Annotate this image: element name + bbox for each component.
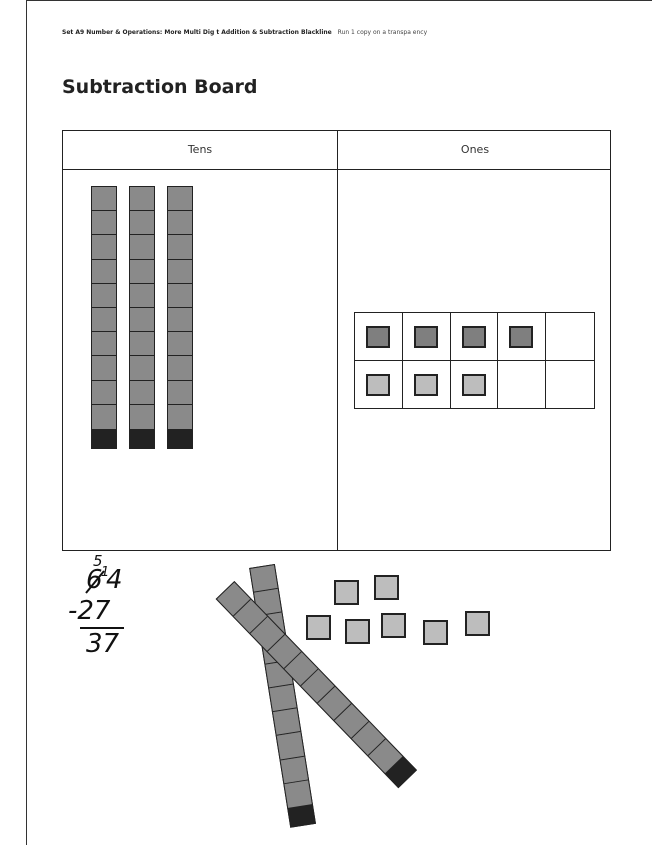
blackline-header: Set A9 Number & Operations: More Multi D… — [62, 29, 427, 36]
loose-unit-cube — [306, 615, 331, 640]
top-rule — [26, 0, 652, 1]
page-title: Subtraction Board — [62, 76, 257, 98]
ten-frame-cell — [498, 313, 546, 361]
ten-frame — [354, 312, 595, 409]
loose-tens-rod — [249, 564, 316, 828]
loose-unit-cube — [334, 580, 359, 605]
tens-rod — [167, 186, 193, 449]
subtrahend: -27 — [68, 596, 110, 626]
ten-frame-cell — [546, 361, 594, 409]
ten-frame-cell — [451, 361, 499, 409]
loose-unit-cube — [423, 620, 448, 645]
loose-unit-cube — [374, 575, 399, 600]
ten-frame-cell — [355, 361, 403, 409]
unit-cube — [462, 326, 486, 348]
set-label: Set A9 Number & Operations: More Multi D… — [62, 29, 332, 36]
unit-cube — [366, 326, 390, 348]
header-row-line — [63, 169, 610, 170]
copy-note: Run 1 copy on a transpa ency — [338, 29, 428, 36]
tens-rod — [129, 186, 155, 449]
ten-frame-cell — [403, 361, 451, 409]
unit-cube — [414, 326, 438, 348]
column-divider — [337, 131, 338, 550]
ones-digit: 4 — [106, 565, 123, 595]
ten-frame-cell — [451, 313, 499, 361]
ten-frame-cell — [403, 313, 451, 361]
difference: 37 — [86, 629, 119, 659]
ones-header: Ones — [338, 143, 612, 156]
tens-rod — [91, 186, 117, 449]
unit-cube — [509, 326, 533, 348]
ten-frame-cell — [498, 361, 546, 409]
ten-frame-cell — [355, 313, 403, 361]
unit-cube — [414, 374, 438, 396]
ten-frame-cell — [546, 313, 594, 361]
loose-unit-cube — [465, 611, 490, 636]
loose-unit-cube — [381, 613, 406, 638]
tens-header: Tens — [63, 143, 337, 156]
loose-unit-cube — [345, 619, 370, 644]
unit-cube — [462, 374, 486, 396]
left-rule — [26, 0, 27, 845]
unit-cube — [366, 374, 390, 396]
